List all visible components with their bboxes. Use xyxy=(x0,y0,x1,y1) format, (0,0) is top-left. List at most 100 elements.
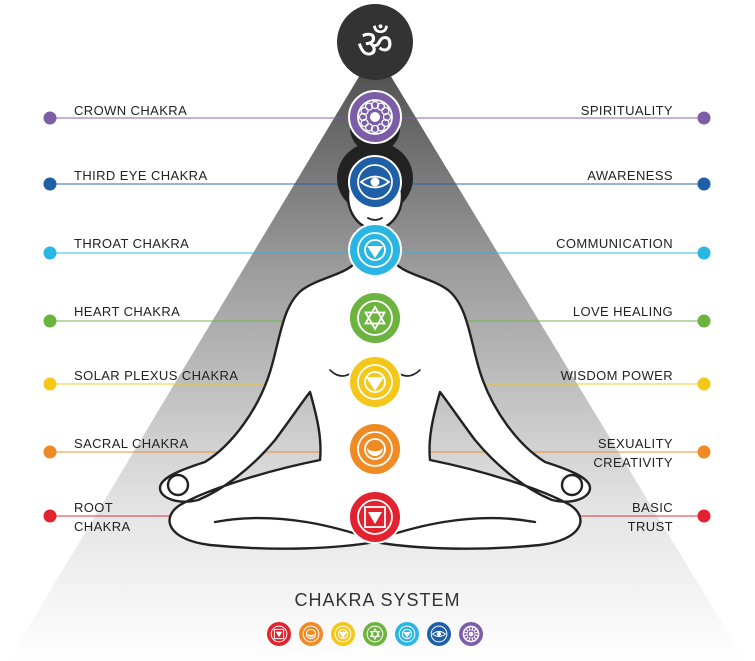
petal-ring xyxy=(357,99,393,135)
mouth xyxy=(367,217,383,221)
triangle xyxy=(368,512,382,524)
connector-dot-right xyxy=(697,111,711,125)
triangle xyxy=(338,631,348,639)
inner-circle xyxy=(305,628,317,640)
sacral-chakra-name: SACRAL CHAKRA xyxy=(74,434,189,453)
eye-outline xyxy=(431,630,447,638)
mini-circle xyxy=(299,622,323,646)
connector-dot-left xyxy=(43,445,57,459)
chakra-meaning-line: BASIC xyxy=(631,500,673,515)
mini-circle xyxy=(363,622,387,646)
petal xyxy=(360,106,369,116)
throat-chakra-mini-icon xyxy=(395,622,419,646)
chakra-meaning-line: AWARENESS xyxy=(587,168,673,183)
connector-dot-right xyxy=(697,445,711,459)
chakra-meaning-line: TRUST xyxy=(627,519,673,534)
chakra-meaning-line: WISDOM POWER xyxy=(560,368,673,383)
petal-ring xyxy=(357,499,393,535)
connector-dot-left xyxy=(43,246,57,260)
connector-dot-right xyxy=(697,246,711,260)
connector-dot-right xyxy=(697,377,711,391)
sacral-chakra-circle xyxy=(348,422,402,476)
hexagram-circle xyxy=(348,291,402,345)
om-badge: ॐ xyxy=(337,4,413,80)
petal-ring xyxy=(270,625,288,643)
chakra-meaning-line: COMMUNICATION xyxy=(556,236,673,251)
petal-ring xyxy=(357,300,393,336)
petal xyxy=(381,106,390,116)
petal xyxy=(466,636,471,641)
inner-circle xyxy=(337,628,349,640)
triangle xyxy=(366,377,384,391)
petal xyxy=(464,629,469,634)
petal-ring xyxy=(334,625,352,643)
heart-chakra-mini-icon xyxy=(363,622,387,646)
petal xyxy=(358,112,368,122)
petal-ring xyxy=(430,625,448,643)
triangle-down xyxy=(369,630,381,641)
left-hand xyxy=(166,473,190,497)
triangle xyxy=(367,246,383,258)
connector-lines xyxy=(43,111,711,523)
petal xyxy=(381,118,390,128)
chakra-name-line: THROAT CHAKRA xyxy=(74,236,190,251)
triangle xyxy=(275,631,283,638)
chakra-meaning-line: LOVE HEALING xyxy=(572,304,673,319)
connector-dot-left xyxy=(43,314,57,328)
petal-ring xyxy=(398,625,416,643)
connector-dot-left xyxy=(43,111,57,125)
petal-ring xyxy=(357,364,393,400)
lotus-center xyxy=(468,631,474,637)
right-hand xyxy=(560,473,584,497)
inner-circle xyxy=(364,371,386,393)
crown-chakra-circle xyxy=(348,90,402,144)
chakra-name-line: ROOT xyxy=(74,500,114,515)
petal xyxy=(376,102,386,111)
connector-dot-left xyxy=(43,509,57,523)
heart-chakra-name: HEART CHAKRA xyxy=(74,302,180,321)
crown-chakra-name: CROWN CHAKRA xyxy=(74,101,187,120)
triangle-up xyxy=(369,627,381,638)
petal xyxy=(473,634,478,639)
connector-dot-right xyxy=(697,177,711,191)
chakra-meaning-line: CREATIVITY xyxy=(593,455,673,470)
inner-circle xyxy=(364,438,386,460)
crown-chakra-meaning: SPIRITUALITY xyxy=(581,101,673,120)
connector-dot-left xyxy=(43,377,57,391)
chakra-name-line: CHAKRA xyxy=(74,519,131,534)
chakra-name-line: SOLAR PLEXUS CHAKRA xyxy=(74,368,239,383)
spine-chakras xyxy=(348,90,402,544)
petal xyxy=(382,112,392,122)
petal xyxy=(370,124,380,134)
third-eye-chakra-circle xyxy=(348,155,402,209)
heart-chakra-meaning: LOVE HEALING xyxy=(573,302,673,321)
inner-circle xyxy=(364,239,386,261)
petal xyxy=(376,123,386,132)
triangle-up xyxy=(363,305,387,325)
triangle-down xyxy=(363,311,387,331)
sacral-chakra-mini-icon xyxy=(299,622,323,646)
triangle xyxy=(403,632,411,638)
lotus-center xyxy=(370,112,380,122)
solar-plexus-chakra-circle xyxy=(348,355,402,409)
petal xyxy=(473,629,478,634)
chakra-name-line: CROWN CHAKRA xyxy=(74,103,188,118)
third-eye-chakra-meaning: AWARENESS xyxy=(587,166,673,185)
solar-plexus-chakra-mini-icon xyxy=(331,622,355,646)
petal-ring xyxy=(357,232,393,268)
root-chakra-name: ROOT CHAKRA xyxy=(74,498,131,536)
root-chakra-mini-icon xyxy=(267,622,291,646)
petal xyxy=(360,118,369,128)
petal-ring xyxy=(357,164,393,200)
om-circle xyxy=(337,4,413,80)
chakra-icon-strip xyxy=(267,622,483,646)
petal xyxy=(370,100,380,110)
root-chakra-meaning: BASIC TRUST xyxy=(628,498,673,536)
eye-outline xyxy=(359,175,391,189)
eye-pupil xyxy=(370,177,380,187)
chakra-name-line: HEART CHAKRA xyxy=(74,304,181,319)
crescent-circle xyxy=(348,422,402,476)
crescent xyxy=(367,448,383,456)
connector-dot-left xyxy=(43,177,57,191)
